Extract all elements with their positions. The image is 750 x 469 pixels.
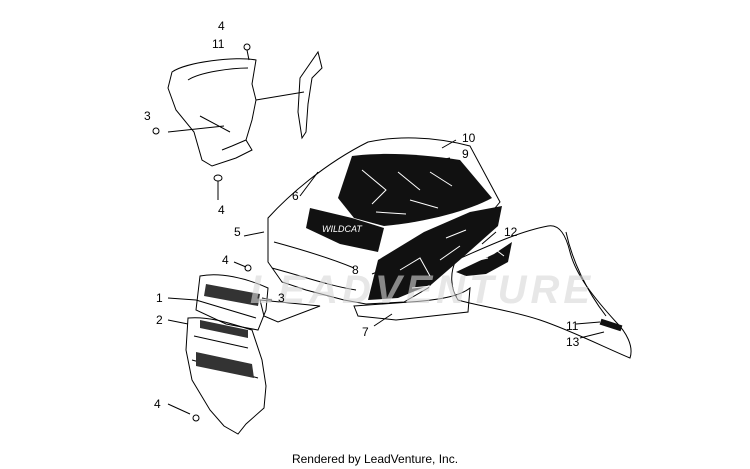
callout-3: 3 — [278, 291, 285, 305]
screw-4-bottom — [192, 414, 200, 422]
callout-3: 3 — [144, 109, 151, 123]
screw-4-lower — [213, 174, 223, 182]
callout-12: 12 — [504, 225, 518, 239]
screw-3-left — [152, 127, 160, 135]
callout-8: 8 — [352, 263, 359, 277]
callout-13: 13 — [566, 335, 580, 349]
right-fender — [451, 225, 632, 359]
hood-logo-decal — [306, 208, 384, 252]
callout-4: 4 — [222, 253, 229, 267]
decal-text: WILDCAT — [322, 224, 363, 234]
callout-5: 5 — [234, 225, 241, 239]
bracket-strip — [297, 50, 323, 140]
screw-4-top — [243, 43, 251, 51]
callout-9: 9 — [462, 147, 469, 161]
callout-2: 2 — [156, 313, 163, 327]
screw-4-mid — [244, 264, 252, 272]
footer-credit: Rendered by LeadVenture, Inc. — [291, 452, 459, 466]
callout-4: 4 — [218, 19, 225, 33]
callout-6: 6 — [292, 189, 299, 203]
hood-top-decal — [338, 153, 492, 226]
watermark: LEADVENTURE — [250, 268, 595, 312]
callout-11: 11 — [212, 37, 225, 51]
fender-badge — [599, 318, 623, 332]
front-grille-upper — [195, 274, 269, 331]
lower-shield — [259, 299, 321, 323]
callout-11: 11 — [566, 319, 579, 333]
left-side-panel — [167, 58, 257, 167]
hood-lip — [353, 286, 471, 321]
front-grille-lower — [185, 317, 267, 435]
callout-7: 7 — [362, 325, 369, 339]
callout-4: 4 — [154, 397, 161, 411]
hood-side-decal — [368, 206, 502, 300]
callout-10: 10 — [462, 131, 476, 145]
callout-1: 1 — [156, 291, 163, 305]
callout-4: 4 — [218, 203, 225, 217]
